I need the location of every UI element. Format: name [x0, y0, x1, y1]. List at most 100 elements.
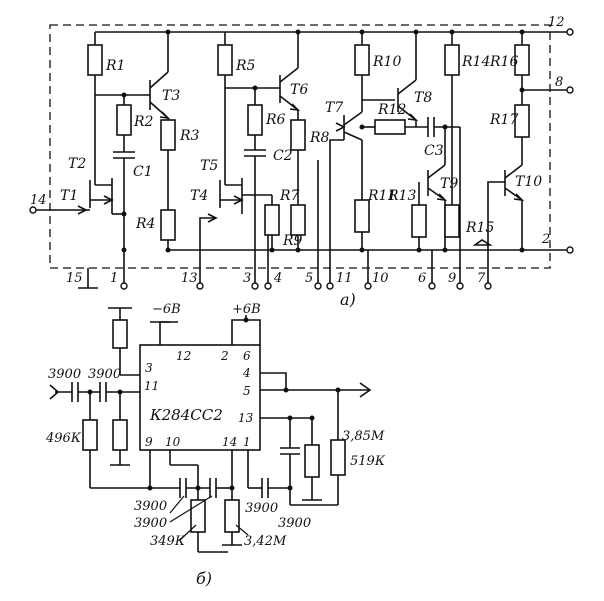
pin-label-8: 8: [555, 75, 563, 90]
pin-label-13: 13: [181, 271, 198, 286]
label-c3: C3: [424, 143, 444, 159]
resistor-r6: [247, 104, 263, 136]
label-r15: R15: [465, 220, 494, 236]
input-arrow: [207, 213, 218, 223]
chip-pin-5: 5: [243, 384, 251, 398]
label-r14: R14: [461, 54, 490, 70]
pin-9-terminal: [456, 282, 464, 290]
resistor-r7: [264, 204, 280, 236]
chip-pin-14: 14: [222, 435, 237, 449]
resistor-out-2: [330, 439, 346, 476]
chip-pin-2: 2: [220, 349, 229, 363]
pin-11-wire: [329, 139, 344, 283]
label-r4: R4: [135, 216, 155, 232]
resistor-r11: [354, 199, 370, 233]
chip-pin-12: 12: [176, 349, 191, 363]
resistor-r9: [290, 204, 306, 236]
resistor-r15-ground: [472, 239, 493, 246]
value-cap-bottom-1: 3900: [134, 499, 167, 514]
label-c2: C2: [273, 148, 293, 164]
resistor-r4: [160, 209, 176, 241]
pin-13-wire: [199, 217, 215, 283]
supply-pos-label: +6В: [232, 302, 261, 317]
value-res-bottom-1: 349К: [150, 534, 186, 549]
pin-label-3: 3: [243, 271, 251, 286]
pin-numbers-a: 12 8 2 14 15 1 13 3 4 5 11 10 6 9 7: [30, 15, 565, 286]
chip-pin-3: 3: [145, 361, 153, 375]
pin-11-terminal: [326, 282, 334, 290]
pin-6-terminal: [428, 282, 436, 290]
resistor-r12: [374, 119, 406, 135]
pin-label-14: 14: [30, 193, 47, 208]
pin-label-1: 1: [110, 271, 118, 286]
pin-8-terminal: [566, 86, 574, 94]
value-cap-bottom-4: 3900: [278, 516, 311, 531]
label-r11: R11: [367, 188, 396, 204]
value-res-in: 496К: [45, 431, 82, 446]
pin-label-7: 7: [477, 271, 486, 286]
leader-line: [235, 524, 249, 536]
label-c1: C1: [133, 164, 153, 180]
pin-4-terminal: [264, 282, 272, 290]
label-r2: R2: [133, 114, 154, 130]
label-r17: R17: [489, 112, 518, 128]
figure-label-b: б): [196, 569, 212, 588]
leader-line: [179, 524, 197, 541]
label-r3: R3: [179, 128, 200, 144]
supply-neg-wire: [159, 321, 178, 345]
pin-14-terminal: [29, 206, 37, 214]
value-res-out-1: 3,85М: [342, 429, 385, 444]
pin-label-6: 6: [418, 271, 426, 286]
labels-a: R1 R2 R3 R4 R5 R6 R7 R8 R9 R10 R11 R12 R…: [60, 54, 542, 249]
chip-pin-11: 11: [144, 379, 159, 393]
enclosure-border: [49, 24, 551, 269]
resistor-r10: [354, 44, 370, 76]
chip-pin-numbers: 12 2 6 3 11 4 5 13 9 10 14 1: [144, 349, 254, 449]
resistor-r14: [444, 44, 460, 76]
pin-3-terminal: [251, 282, 259, 290]
output-arrow: [359, 382, 372, 398]
chip-pin-10: 10: [165, 435, 181, 449]
label-t9: T9: [440, 176, 458, 192]
resistor-r8: [290, 119, 306, 151]
pin-13-terminal: [196, 282, 204, 290]
pin-label-10: 10: [372, 271, 389, 286]
label-t4: T4: [190, 188, 208, 204]
pin-7-wire: [487, 181, 505, 283]
pin-label-11: 11: [336, 271, 353, 286]
junction-dots: [121, 29, 525, 253]
label-r7: R7: [279, 188, 300, 204]
pin-2-terminal: [566, 246, 574, 254]
pin-label-12: 12: [548, 15, 565, 30]
chip-pin-6: 6: [243, 349, 251, 363]
label-t2: T2: [68, 156, 86, 172]
label-t1: T1: [60, 188, 78, 204]
component-values: 3900 3900 496К 3,85М 519К 3900 3900 3900…: [45, 367, 386, 549]
label-t3: T3: [162, 88, 180, 104]
pin-5-terminal: [314, 282, 322, 290]
pin-label-2: 2: [541, 232, 550, 247]
value-cap-bottom-2: 3900: [134, 516, 167, 531]
label-r1: R1: [105, 58, 125, 74]
transistor-t7: [335, 111, 363, 141]
pin-label-9: 9: [448, 271, 456, 286]
resistor-r1: [87, 44, 103, 76]
resistor-in-2: [112, 419, 128, 451]
pin-label-5: 5: [305, 271, 313, 286]
label-t5: T5: [200, 158, 218, 174]
label-t6: T6: [290, 82, 308, 98]
chip-pin-9: 9: [145, 435, 153, 449]
label-r12: R12: [377, 102, 406, 118]
label-r9: R9: [282, 233, 303, 249]
label-t10: T10: [515, 174, 542, 190]
resistor-out-1: [304, 444, 320, 478]
transistor-t3: [149, 32, 171, 120]
chip-pin-4: 4: [242, 366, 251, 380]
transistor-t4-t5: [219, 178, 244, 214]
label-t7: T7: [325, 100, 343, 116]
pin-7-terminal: [484, 282, 492, 290]
resistor-r13: [411, 204, 427, 238]
schematic-a: R1 R2 R3 R4 R5 R6 R7 R8 R9 R10 R11 R12 R…: [29, 15, 574, 309]
leader-line: [169, 495, 213, 523]
